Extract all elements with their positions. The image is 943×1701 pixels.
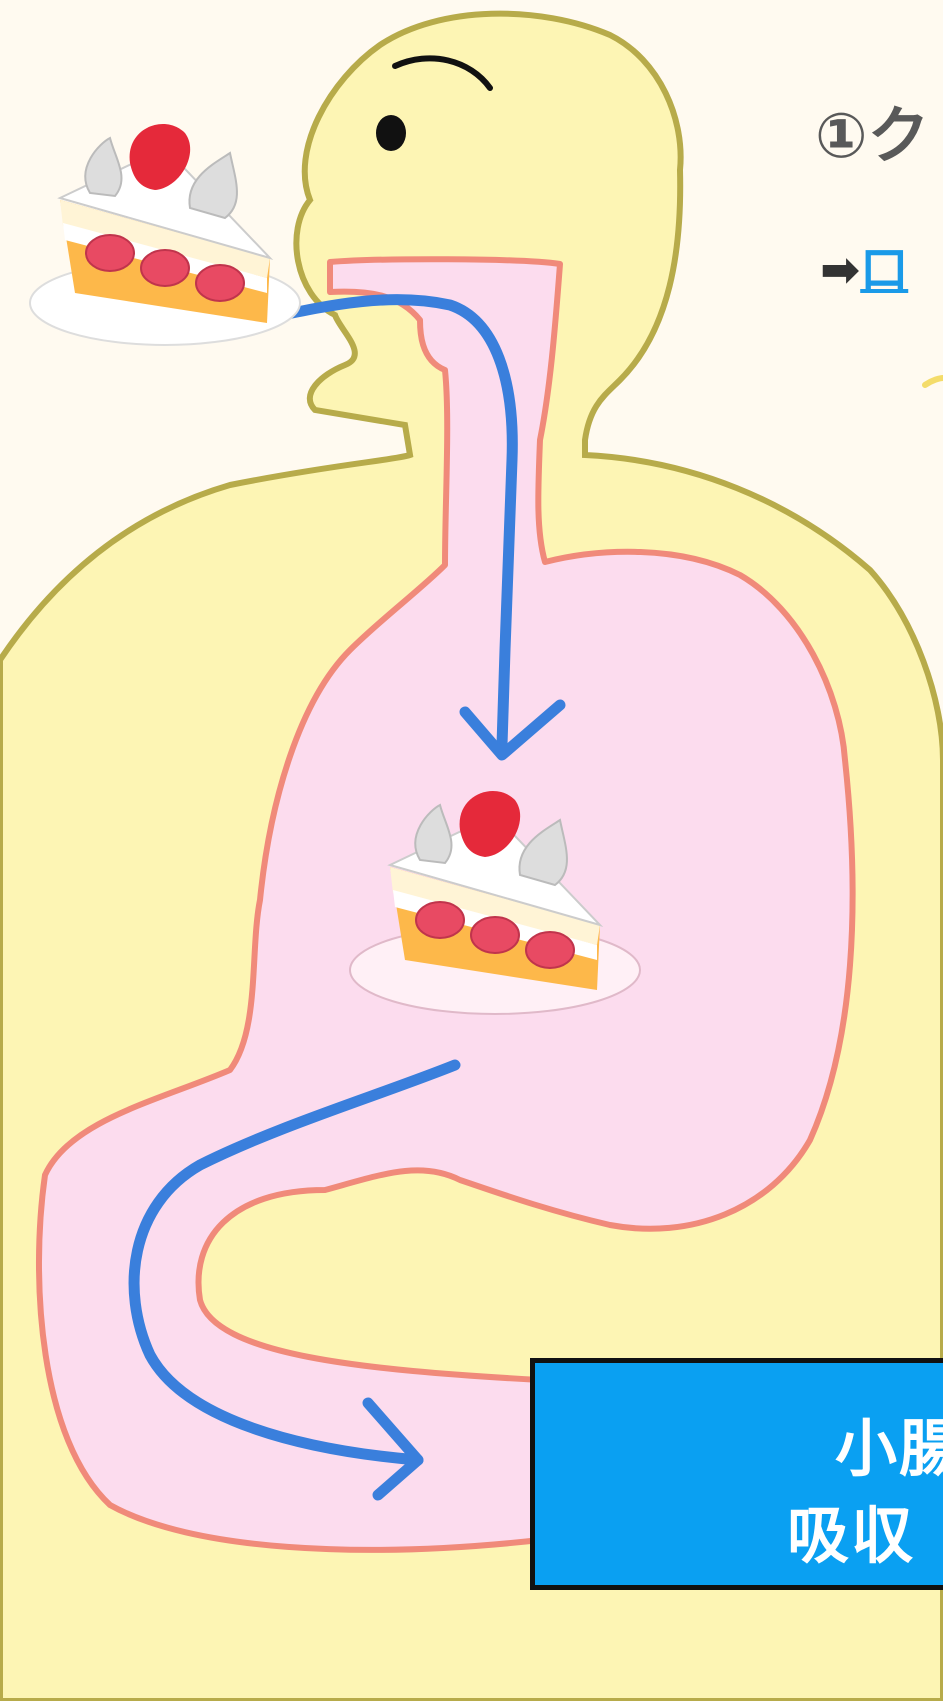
info-box-line-2: 吸収 (787, 1485, 915, 1575)
decorative-stroke (925, 378, 943, 385)
page-heading: ①ク (815, 85, 930, 175)
eye-icon (376, 115, 406, 151)
subheading-line: ➡口 (820, 230, 908, 300)
arrow-right-icon: ➡ (820, 242, 860, 298)
subheading-link[interactable]: 口 (860, 242, 908, 298)
info-box-line-1: 小腸 (835, 1398, 943, 1488)
info-box: 小腸 吸収 (530, 1358, 943, 1590)
cake-icon (30, 124, 300, 345)
